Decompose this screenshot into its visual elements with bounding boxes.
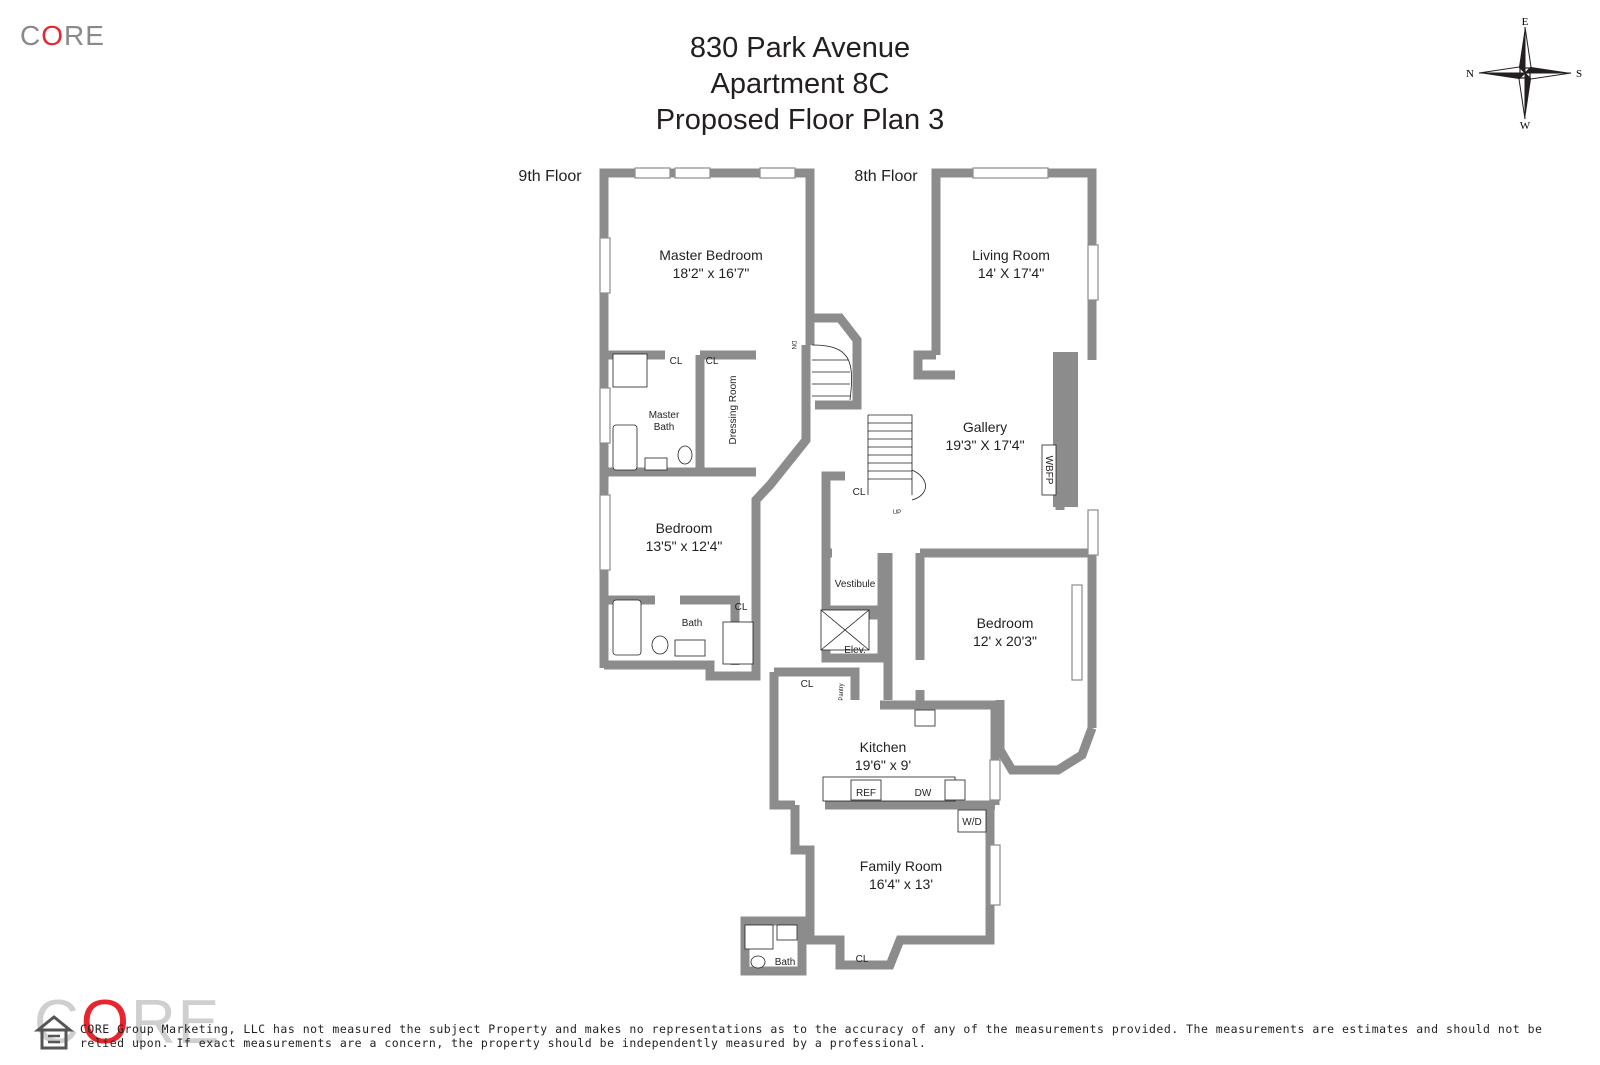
title-plan-name: Proposed Floor Plan 3	[655, 104, 945, 136]
logo-bottom-o: O	[81, 988, 131, 1057]
room-vestibule-name: Vestibule	[835, 579, 876, 590]
room-pantry-name: Pantry	[839, 683, 845, 700]
windows	[599, 167, 1099, 906]
room-living-room-name: Living Room	[972, 247, 1050, 263]
room-family-room-size: 16'4" x 13'	[869, 876, 933, 892]
staircases	[811, 344, 926, 501]
room-kitchen-size: 19'6" x 9'	[855, 757, 911, 773]
compass-north-label: N	[1466, 68, 1474, 80]
fixtures	[612, 353, 1057, 969]
room-bedroom-8-size: 12' x 20'3"	[973, 633, 1037, 649]
closet-label: CL	[670, 356, 683, 367]
title-apartment: Apartment 8C	[710, 68, 890, 100]
floor-label-9th: 9th Floor	[518, 168, 582, 185]
room-gallery-size: 19'3" X 17'4"	[945, 437, 1024, 453]
compass-west-label: W	[1520, 120, 1531, 130]
closet-label: CL	[856, 954, 869, 965]
compass-south-label: S	[1576, 68, 1582, 80]
room-master-bedroom-name: Master Bedroom	[659, 247, 762, 263]
logo-bottom-re: RE	[131, 988, 221, 1057]
room-master-bedroom-size: 18'2" x 16'7"	[673, 265, 750, 281]
washer-dryer-label: W/D	[962, 817, 981, 828]
room-master-bath-name-2: Bath	[654, 422, 675, 433]
room-living-room-size: 14' X 17'4"	[978, 265, 1044, 281]
room-bedroom-9-size: 13'5" x 12'4"	[646, 538, 723, 554]
closet-label: CL	[706, 356, 719, 367]
room-dressing-room-name: Dressing Room	[728, 376, 739, 445]
floor-plan: 9th Floor 8th Floor Master Bedroom 18'2"…	[518, 167, 1099, 976]
room-bedroom-8-name: Bedroom	[977, 615, 1034, 631]
stair-up-label: UP	[893, 510, 901, 516]
disclaimer-text: CORE Group Marketing, LLC has not measur…	[80, 1022, 1543, 1050]
floor-label-8th: 8th Floor	[854, 168, 918, 185]
svg-text:CORE: CORE	[34, 988, 221, 1057]
room-gallery-name: Gallery	[963, 419, 1007, 435]
plan-title: 830 Park Avenue Apartment 8C Proposed Fl…	[540, 30, 1060, 138]
room-family-room-name: Family Room	[860, 858, 942, 874]
core-logo-bottom: CORE	[34, 988, 221, 1057]
closet-label: CL	[853, 487, 866, 498]
room-elevator-name: Elev.	[844, 645, 866, 656]
compass-east-label: E	[1522, 16, 1529, 28]
dishwasher-label: DW	[915, 788, 932, 799]
room-bath-8-name: Bath	[775, 957, 796, 968]
refrigerator-label: REF	[856, 788, 876, 799]
room-master-bath-name-1: Master	[649, 410, 680, 421]
room-kitchen-name: Kitchen	[860, 739, 907, 755]
closet-label: CL	[801, 679, 814, 690]
walls	[599, 168, 1097, 976]
room-labels: 9th Floor 8th Floor Master Bedroom 18'2"…	[518, 168, 1054, 968]
room-bath-9-name: Bath	[682, 618, 703, 629]
equal-housing-icon	[34, 1015, 75, 1050]
compass-rose-icon: E N S W	[1466, 16, 1582, 130]
core-logo-top: CORE	[20, 20, 105, 51]
stair-down-label: DN	[790, 341, 796, 350]
title-address: 830 Park Avenue	[689, 32, 911, 64]
closet-label: CL	[735, 602, 748, 613]
fireplace-label: WBFP	[1043, 456, 1054, 485]
room-bedroom-9-name: Bedroom	[656, 520, 713, 536]
